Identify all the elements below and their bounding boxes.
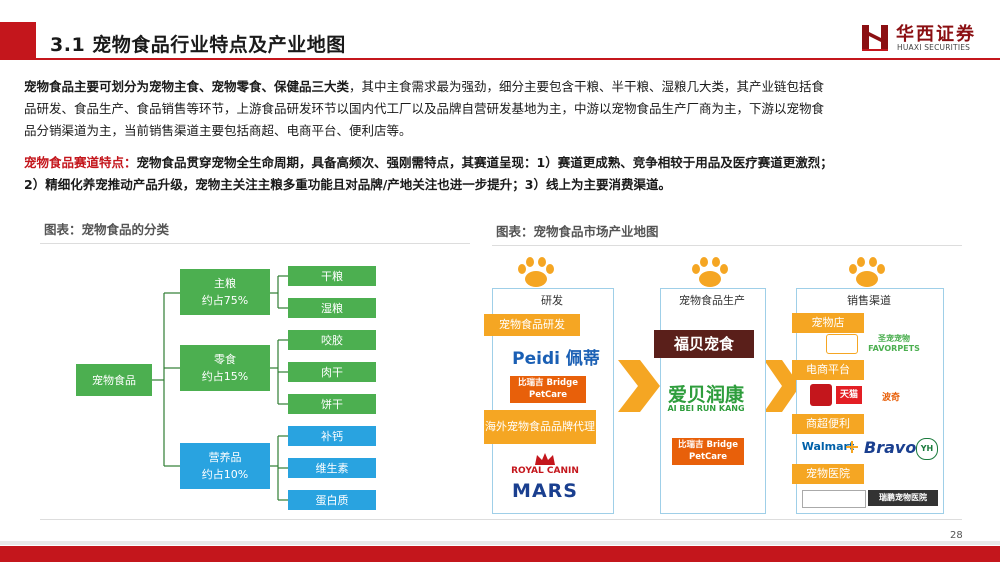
leaf-calcium: 补钙 [288,426,376,446]
paw-icon [849,257,885,287]
intro-lead: 宠物食品主要可划分为宠物主食、宠物零食、保健品三大类 [24,79,350,94]
classification-tree-lines [152,275,288,501]
logo-royal-canin: ROYAL CANIN [511,466,579,476]
footer-bar [0,546,1000,562]
favorpets-en: FAVORPETS [868,344,920,353]
track-paragraph: 宠物食品赛道特点：宠物食品贯穿宠物全生命周期，具备高频次、强刚需特点，其赛道呈现… [24,152,980,196]
logo-chinese: 华西证券 [896,24,976,45]
tree-group-staple: 主粮 约占75% [180,269,270,315]
intro-text-1: ，其中主食需求最为强劲，细分主要包含干粮、半干粮、湿粮几大类，其产业链包括食 [349,79,825,94]
column-sales-header: 销售渠道 [847,294,891,307]
column-production [660,288,766,514]
group-name: 零食 [214,353,236,366]
hospital-logo-icon [802,490,866,508]
right-chart-title: 图表：宠物食品市场产业地图 [496,224,659,239]
page-number: 28 [950,530,963,541]
column-rd-header: 研发 [541,294,563,307]
paw-icon [518,257,554,287]
logo-walmart: Walmart [801,440,855,453]
track-text-2: 2）精细化养宠推动产品升级，宠物主关注主粮多重功能且对品牌/产地关注也进一步提升… [24,177,671,192]
track-label: 宠物食品赛道特点： [24,155,137,170]
logo-english: HUAXI SECURITIES [897,43,971,52]
sales-tag-ecommerce: 电商平台 [792,360,864,380]
logo-bridge-petcare-2: 比瑞吉 Bridge PetCare [672,438,744,465]
huaxi-logo-icon [862,25,888,51]
chevron-right-icon [764,360,800,412]
tree-group-nutrition: 营养品 约占10% [180,443,270,489]
group-name: 营养品 [208,451,242,464]
leaf-jerky: 肉干 [288,362,376,382]
logo-aibei: 爱贝润康 [667,384,744,406]
crown-icon [535,453,555,465]
header-accent-bar [0,22,36,60]
logo-bravo: Bravo [864,438,917,457]
tree-group-snack: 零食 约占15% [180,345,270,391]
logo-boqii: 波奇 [881,393,900,403]
sales-tag-petstore: 宠物店 [792,313,864,333]
chevron-right-icon [618,360,660,412]
column-production-header: 宠物食品生产 [679,294,745,307]
walmart-spark-icon [846,441,858,453]
tree-root-pet-food: 宠物食品 [76,364,152,396]
logo-fubei: 福贝宠食 [654,330,754,358]
page-title: 3.1 宠物食品行业特点及产业地图 [50,34,346,56]
petstore-logo-icon [826,334,858,354]
paw-icon [692,257,728,287]
rd-tag-research: 宠物食品研发 [484,314,580,336]
logo-aibei-en: AI BEI RUN KANG [667,404,745,413]
logo-favorpets: 圣宠宠物 FAVORPETS [864,334,924,354]
logo-tmall: 天猫 [836,386,862,404]
track-text-1: 宠物食品贯穿宠物全生命周期，具备高频次、强刚需特点，其赛道呈现：1）赛道更成熟、… [136,155,833,170]
group-name: 主粮 [214,277,236,290]
group-share: 约占15% [201,370,249,383]
intro-paragraph: 宠物食品主要可划分为宠物主食、宠物零食、保健品三大类，其中主食需求最为强劲，细分… [24,76,980,142]
left-chart-title: 图表：宠物食品的分类 [44,222,170,237]
header-divider [0,58,1000,60]
leaf-wet-food: 湿粮 [288,298,376,318]
rd-tag-overseas: 海外宠物食品品牌代理 [484,410,596,444]
sales-tag-hospital: 宠物医院 [792,464,864,484]
logo-mars: MARS [512,480,578,502]
leaf-protein: 蛋白质 [288,490,376,510]
intro-text-2: 品研发、食品生产、食品销售等环节，上游食品研发环节以国内代工厂以及品牌自营研发基… [24,101,825,116]
favorpets-cn: 圣宠宠物 [878,334,910,343]
jd-logo-icon [810,384,832,406]
footer-divider [40,519,962,520]
intro-text-3: 品分销渠道为主，当前销售渠道主要包括商超、电商平台、便利店等。 [24,123,412,138]
leaf-biscuit: 饼干 [288,394,376,414]
logo-rp-hospital: 瑞鹏宠物医院 [868,490,938,506]
group-share: 约占75% [201,294,249,307]
logo-bridge-petcare: 比瑞吉 Bridge PetCare [510,376,586,403]
left-chart-divider [40,243,470,244]
logo-peidi: Peidi 佩蒂 [512,349,600,369]
logo-yh: YH [916,438,938,460]
leaf-dry-food: 干粮 [288,266,376,286]
footer-stripe [0,541,1000,545]
leaf-chew: 咬胶 [288,330,376,350]
leaf-vitamin: 维生素 [288,458,376,478]
right-chart-divider [492,245,962,246]
sales-tag-supermarket: 商超便利 [792,414,864,434]
group-share: 约占10% [201,468,249,481]
